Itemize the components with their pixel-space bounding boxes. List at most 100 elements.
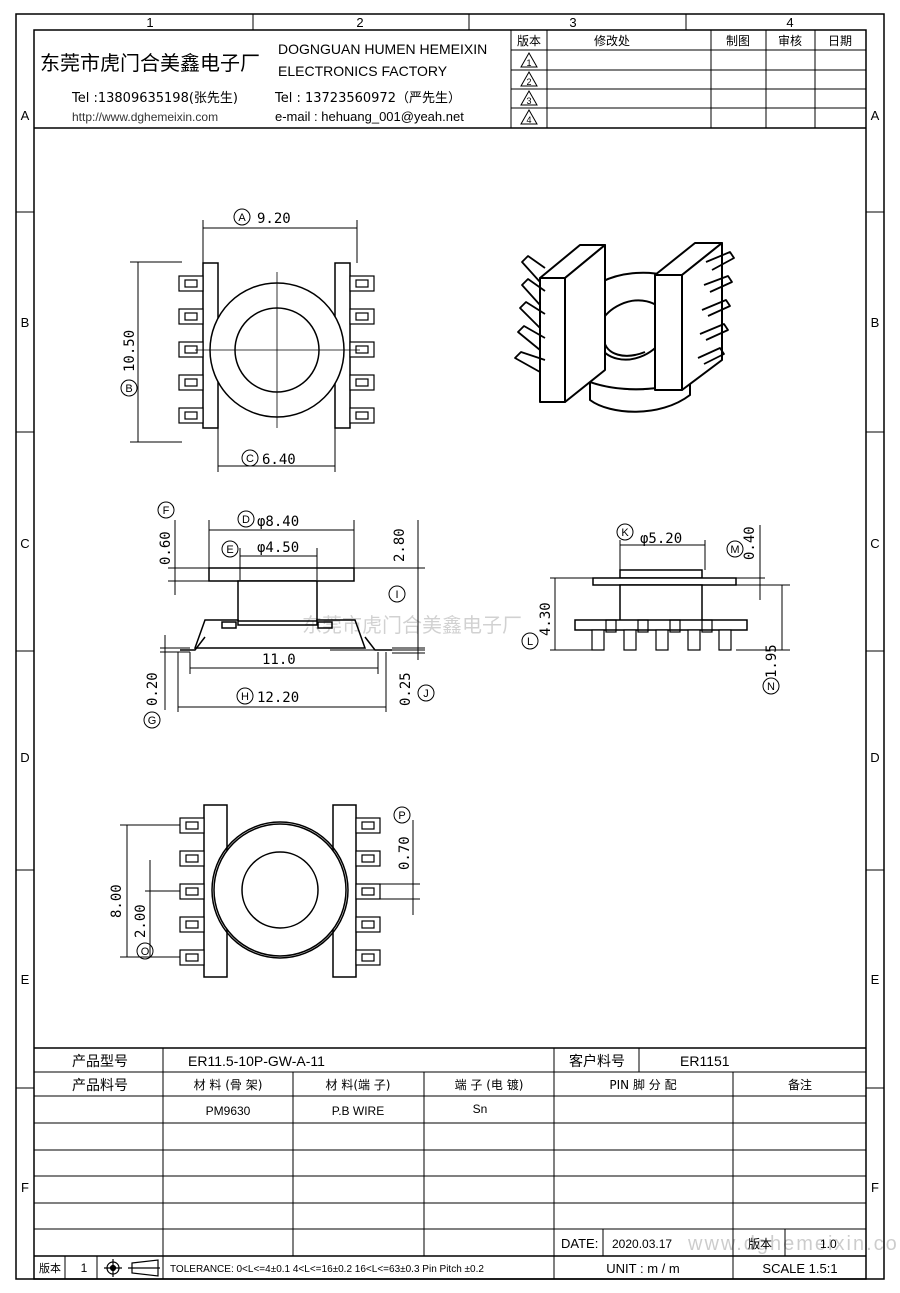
- col-material-bobbin: 材 料 (骨 架): [194, 1078, 263, 1092]
- col-label-4: 4: [786, 15, 793, 30]
- rev-col-date: 日期: [828, 34, 852, 48]
- spec-table-grid: [34, 1047, 866, 1279]
- row-label-b-right: B: [871, 315, 880, 330]
- top-view: [178, 262, 375, 429]
- tel-zhang: Tel :13809635198(张先生): [71, 91, 238, 106]
- projection-symbol-icon: [104, 1259, 160, 1277]
- callout-c: C: [246, 453, 254, 465]
- revision-triangles: [520, 51, 538, 125]
- customer-pn: ER1151: [680, 1053, 730, 1069]
- callout-e-circle: [221, 540, 239, 558]
- row-label-f-right: F: [871, 1180, 879, 1195]
- dim-o-value: 2.00: [133, 904, 149, 938]
- col-plating: 端 子 (电 镀): [455, 1078, 524, 1092]
- dim-b-value: 10.50: [122, 330, 138, 372]
- dim-l-value: 4.30: [538, 602, 554, 636]
- unit: UNIT : m / m: [606, 1261, 679, 1276]
- callout-p-circle: [393, 806, 411, 824]
- side-view-dims: [550, 525, 790, 651]
- callout-l: L: [527, 636, 533, 648]
- callout-c-circle: [241, 449, 259, 467]
- dim-k-value: φ5.20: [640, 531, 682, 547]
- dim-f-value: 0.60: [158, 531, 174, 565]
- isometric-view: [514, 242, 735, 413]
- callout-h: H: [241, 691, 249, 703]
- rev-row-4: 4: [526, 115, 531, 125]
- label-model: 产品型号: [72, 1054, 128, 1070]
- callout-l-circle: [521, 632, 539, 650]
- column-ruler: [34, 14, 866, 31]
- model-number: ER11.5-10P-GW-A-11: [188, 1053, 325, 1069]
- col-label-2: 2: [356, 15, 363, 30]
- callout-j: J: [423, 688, 429, 700]
- outer-frame: [15, 13, 885, 1280]
- dim-e-value: φ4.50: [257, 540, 299, 556]
- row-label-c-right: C: [870, 536, 879, 551]
- label-pn: 产品料号: [72, 1078, 128, 1094]
- callout-n-circle: [762, 677, 780, 695]
- callout-j-circle: [417, 684, 435, 702]
- footer-grid: [64, 1256, 164, 1279]
- callout-b: B: [125, 383, 132, 395]
- watermark: 东莞市虎门合美鑫电子厂: [302, 613, 522, 637]
- callout-a: A: [238, 212, 246, 224]
- row-label-c-left: C: [20, 536, 29, 551]
- col-label-3: 3: [569, 15, 576, 30]
- date-value: 2020.03.17: [612, 1237, 672, 1251]
- callout-o-circle: [136, 942, 154, 960]
- company-name-en-1: DOGNGUAN HUMEN HEMEIXIN: [278, 41, 487, 57]
- callout-b-circle: [120, 379, 138, 397]
- row-label-d-right: D: [870, 750, 879, 765]
- dim-pin-row-span: 8.00: [109, 884, 125, 918]
- dim-h-value: 12.20: [257, 690, 299, 706]
- row-label-e-right: E: [871, 972, 880, 987]
- row-label-a-left: A: [21, 108, 30, 123]
- inner-frame: [33, 29, 867, 1280]
- callout-m: M: [730, 544, 739, 556]
- side-view: [574, 569, 748, 651]
- callout-h-circle: [236, 687, 254, 705]
- bottom-view-dims: [120, 820, 420, 958]
- row-label-a-right: A: [871, 108, 880, 123]
- callout-f-circle: [157, 501, 175, 519]
- rev-row-2: 2: [526, 77, 531, 87]
- callout-o: O: [141, 946, 150, 958]
- plating: Sn: [473, 1102, 488, 1116]
- callout-i: I: [395, 589, 398, 601]
- email: e-mail : hehuang_001@yeah.net: [275, 109, 464, 124]
- row-label-b-left: B: [21, 315, 30, 330]
- callout-i-circle: [388, 585, 406, 603]
- row-label-f-left: F: [21, 1180, 29, 1195]
- tel-yan: Tel : 13723560972（严先生）: [274, 91, 461, 106]
- callout-f: F: [163, 505, 170, 517]
- footer-version-label: 版本: [39, 1261, 61, 1275]
- rev-col-check: 审核: [778, 33, 802, 48]
- footer-version: 1: [81, 1261, 88, 1275]
- version-label: 版本: [748, 1237, 772, 1251]
- callout-g: G: [148, 715, 157, 727]
- rev-col-version: 版本: [517, 34, 541, 48]
- row-label-d-left: D: [20, 750, 29, 765]
- dim-i-value: 2.80: [392, 528, 408, 562]
- callout-d: D: [242, 514, 250, 526]
- company-name-cn: 东莞市虎门合美鑫电子厂: [40, 51, 260, 75]
- date-label: DATE:: [561, 1236, 598, 1251]
- tolerance: TOLERANCE: 0<L<=4±0.1 4<L<=16±0.2 16<L<=…: [170, 1264, 484, 1275]
- row-label-e-left: E: [21, 972, 30, 987]
- callout-n: N: [767, 681, 775, 693]
- callout-m-circle: [726, 540, 744, 558]
- callout-k: K: [621, 527, 629, 539]
- rev-col-drawn: 制图: [726, 34, 750, 48]
- dim-n-value: 1.95: [764, 644, 780, 678]
- dim-m-value: 0.40: [742, 526, 758, 560]
- col-material-pin: 材 料(端 子): [326, 1078, 391, 1092]
- revision-table: [510, 30, 866, 128]
- website: http://www.dghemeixin.com: [72, 110, 218, 124]
- front-view-dims: [160, 520, 425, 712]
- callout-k-circle: [616, 523, 634, 541]
- bottom-view: [179, 804, 381, 978]
- material-bobbin: PM9630: [206, 1104, 251, 1118]
- rev-row-1: 1: [526, 58, 531, 68]
- col-pin-assign: PIN 脚 分 配: [609, 1077, 676, 1092]
- callout-p: P: [398, 810, 405, 822]
